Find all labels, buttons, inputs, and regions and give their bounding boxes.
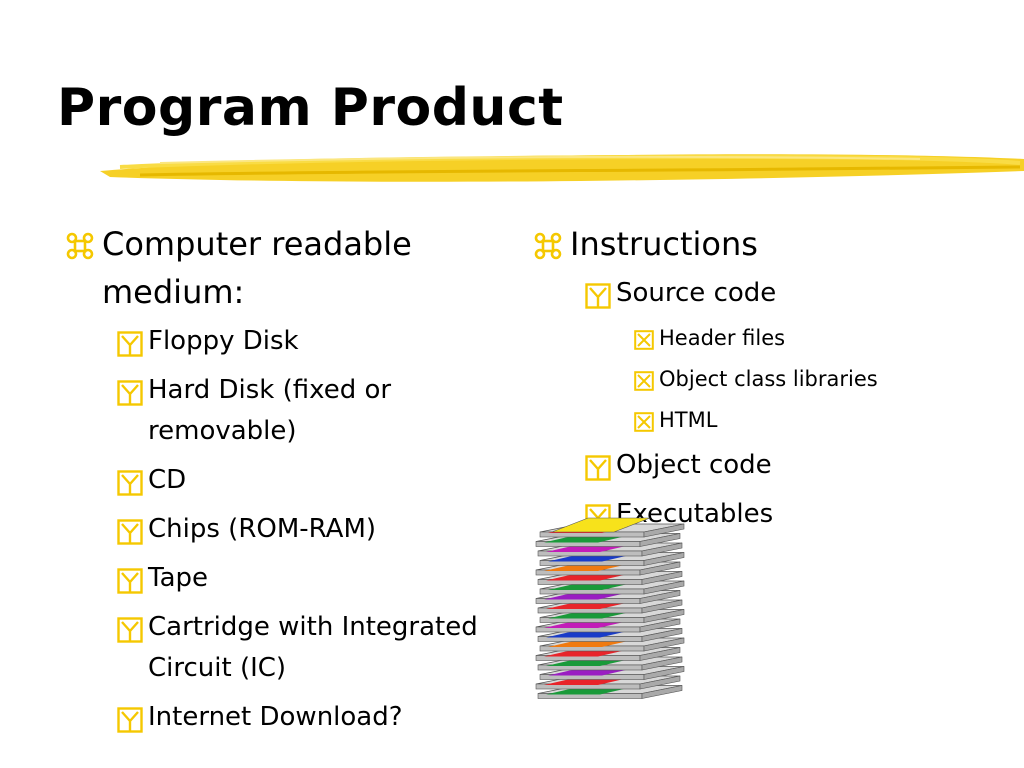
checkbox-x-icon (634, 412, 654, 432)
checkbox-y-icon (117, 470, 143, 496)
checkbox-x-icon (634, 330, 654, 350)
left-item-label: Hard Disk (fixed or removable) (148, 375, 392, 446)
source-code-label: Source code (616, 278, 777, 308)
command-icon (66, 232, 94, 260)
list-item: Source code (528, 273, 1008, 314)
list-item-level1: Instructions (528, 220, 1008, 268)
checkbox-x-icon (634, 371, 654, 391)
source-child-label: HTML (659, 408, 718, 432)
left-item-label: Chips (ROM-RAM) (148, 514, 377, 544)
list-item: Hard Disk (fixed or removable) (60, 370, 500, 452)
list-item-level3: Header files (528, 322, 1008, 355)
list-item: Object code (528, 445, 1008, 486)
right-column: Instructions Source code Header files Ob… (528, 220, 1008, 543)
left-item-label: Tape (148, 563, 209, 593)
list-item: Chips (ROM-RAM) (60, 509, 500, 550)
source-child-label: Object class libraries (659, 367, 878, 391)
checkbox-y-icon (117, 380, 143, 406)
checkbox-y-icon (117, 568, 143, 594)
checkbox-y-icon (117, 519, 143, 545)
floppy-disk-shape (537, 599, 683, 614)
list-item: CD (60, 460, 500, 501)
left-item-label: CD (148, 465, 187, 495)
left-item-label: Internet Download? (148, 702, 403, 732)
checkbox-y-icon (117, 331, 143, 357)
checkbox-y-icon (117, 707, 143, 733)
list-item-level3: HTML (528, 404, 1008, 437)
object-code-label: Object code (616, 450, 772, 480)
title-underline-brush (100, 154, 1024, 182)
left-column: Computer readable medium: Floppy Disk Ha… (60, 220, 500, 746)
floppy-label-shape (551, 517, 651, 533)
left-item-label: Floppy Disk (148, 326, 299, 356)
source-child-label: Header files (659, 326, 786, 350)
list-item-level1: Computer readable medium: (60, 220, 500, 316)
right-heading: Instructions (570, 225, 758, 263)
list-item: Tape (60, 558, 500, 599)
list-item: Cartridge with Integrated Circuit (IC) (60, 607, 500, 689)
checkbox-y-icon (585, 455, 611, 481)
list-item-level3: Object class libraries (528, 363, 1008, 396)
left-heading: Computer readable medium: (102, 225, 412, 311)
command-icon (534, 232, 562, 260)
left-item-label: Cartridge with Integrated Circuit (IC) (148, 612, 478, 683)
slide-title: Program Product (57, 78, 564, 138)
list-item: Floppy Disk (60, 321, 500, 362)
checkbox-y-icon (585, 283, 611, 309)
list-item: Internet Download? (60, 697, 500, 738)
checkbox-y-icon (117, 617, 143, 643)
floppy-disk-stack-icon (528, 510, 688, 710)
